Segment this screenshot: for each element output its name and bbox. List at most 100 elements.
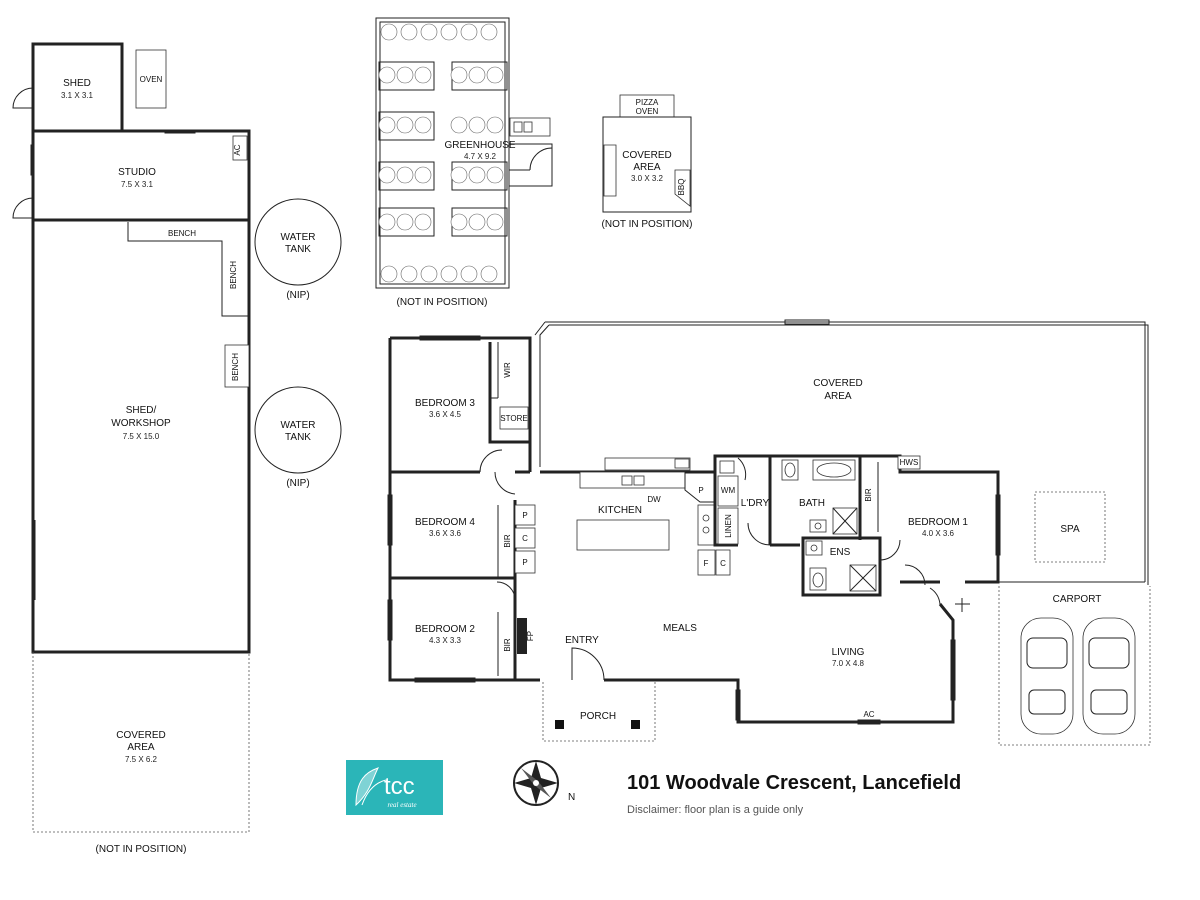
bedroom4-dimensions: 3.6 X 3.6: [429, 529, 462, 538]
water-tank-lower-line2: TANK: [285, 432, 311, 443]
porch-label: PORCH: [580, 711, 616, 722]
compass-north-label: N: [568, 792, 575, 803]
pantry-label: P: [698, 486, 703, 495]
greenhouse-plant: [396, 166, 414, 184]
greenhouse-plant: [460, 265, 478, 283]
spa-label: SPA: [1060, 524, 1080, 535]
pizza-covered-area: PIZZA OVEN BBQ COVERED AREA 3.0 X 3.2 (N…: [602, 94, 693, 230]
greenhouse-plant: [400, 265, 418, 283]
shed-building: SHED 3.1 X 3.1: [12, 42, 124, 133]
living-dimensions: 7.0 X 4.8: [832, 659, 865, 668]
greenhouse-plant: [486, 66, 504, 84]
dishwasher-label: DW: [647, 495, 661, 504]
living-ac-label: AC: [863, 710, 874, 719]
greenhouse-plant: [450, 66, 468, 84]
greenhouse-plant: [468, 66, 486, 84]
greenhouse-plant: [450, 166, 468, 184]
greenhouse-plant: [396, 66, 414, 84]
greenhouse-plant: [378, 213, 396, 231]
greenhouse-plant: [468, 213, 486, 231]
bedroom1-label: BEDROOM 1: [908, 517, 968, 528]
greenhouse: GREENHOUSE 4.7 X 9.2 (NOT IN POSITION): [375, 17, 553, 308]
bedroom4-c: C: [522, 534, 528, 543]
workshop-label-line2: WORKSHOP: [111, 418, 171, 429]
bedroom4-bir: BIR: [503, 534, 512, 548]
water-tank-lower-line1: WATER: [281, 420, 316, 431]
car-left: [1020, 617, 1074, 735]
pizza-covered-line1: COVERED: [622, 150, 671, 161]
bedroom4-p-top: P: [522, 511, 527, 520]
oven-label: OVEN: [140, 75, 163, 84]
fridge-label: F: [704, 559, 709, 568]
greenhouse-plant: [486, 166, 504, 184]
greenhouse-dimensions: 4.7 X 9.2: [464, 152, 497, 161]
greenhouse-plant: [414, 116, 432, 134]
studio-label: STUDIO: [118, 167, 156, 178]
workshop-label-line1: SHED/: [126, 405, 157, 416]
pizza-covered-nip-note: (NOT IN POSITION): [602, 219, 693, 230]
meals-label: MEALS: [663, 623, 697, 634]
greenhouse-plant: [414, 166, 432, 184]
greenhouse-plant: [420, 265, 438, 283]
bench-label-top: BENCH: [168, 229, 196, 238]
greenhouse-plant: [414, 213, 432, 231]
covered-area-nip-note: (NOT IN POSITION): [96, 844, 187, 855]
workshop-building: BENCH BENCH BENCH SHED/ WORKSHOP 7.5 X 1…: [31, 218, 251, 654]
carport-label: CARPORT: [1053, 594, 1102, 605]
greenhouse-plant: [468, 166, 486, 184]
greenhouse-plant: [400, 23, 418, 41]
agency-logo: tcc real estate: [346, 760, 443, 815]
greenhouse-plant: [486, 213, 504, 231]
house-covered-area-line2: AREA: [824, 391, 852, 402]
living-label: LIVING: [832, 647, 865, 658]
water-tank-upper-line2: TANK: [285, 244, 311, 255]
greenhouse-plant: [440, 23, 458, 41]
bedroom3-label: BEDROOM 3: [415, 398, 475, 409]
bench-label-side: BENCH: [229, 261, 238, 289]
wir-label: WIR: [503, 362, 512, 378]
water-tank-lower-nip: (NIP): [286, 478, 309, 489]
greenhouse-plant: [450, 116, 468, 134]
greenhouse-plant: [486, 116, 504, 134]
bath-label: BATH: [799, 498, 825, 509]
bench-label-lower: BENCH: [231, 353, 240, 381]
house-covered-area-line1: COVERED: [813, 378, 862, 389]
greenhouse-plant: [468, 116, 486, 134]
bedroom2-dimensions: 4.3 X 3.3: [429, 636, 462, 645]
bedroom1-bir: BIR: [864, 488, 873, 502]
water-tank-upper-nip: (NIP): [286, 290, 309, 301]
disclaimer: Disclaimer: floor plan is a guide only: [627, 804, 804, 816]
bedroom3-dimensions: 3.6 X 4.5: [429, 410, 462, 419]
bedroom2-bir: BIR: [503, 638, 512, 652]
linen-label: LINEN: [724, 514, 733, 538]
covered-area-label-line2: AREA: [127, 742, 155, 753]
greenhouse-plant: [414, 66, 432, 84]
pizza-covered-line2: AREA: [633, 162, 661, 173]
studio-building: AC STUDIO 7.5 X 3.1: [12, 129, 251, 222]
logo-subtext: real estate: [387, 801, 416, 809]
greenhouse-plant: [396, 213, 414, 231]
water-tank-upper: WATER TANK (NIP): [254, 198, 342, 301]
greenhouse-plant: [440, 265, 458, 283]
greenhouse-plant: [380, 23, 398, 41]
main-house: COVERED AREA WIR STORE BEDROOM 3 3.6 X 4…: [387, 319, 1151, 746]
greenhouse-plant: [378, 116, 396, 134]
hws-label: HWS: [900, 458, 919, 467]
oven-fixture: OVEN: [135, 49, 167, 109]
entry-label: ENTRY: [565, 635, 599, 646]
logo-wordmark: tcc: [384, 773, 415, 800]
compass-icon: N: [513, 760, 575, 806]
shed-dimensions: 3.1 X 3.1: [61, 91, 94, 100]
store-label: STORE: [500, 414, 527, 423]
greenhouse-plant: [380, 265, 398, 283]
pizza-covered-dimensions: 3.0 X 3.2: [631, 174, 664, 183]
greenhouse-nip-note: (NOT IN POSITION): [397, 297, 488, 308]
covered-area-dimensions: 7.5 X 6.2: [125, 755, 158, 764]
greenhouse-plant: [480, 23, 498, 41]
covered-area-label-line1: COVERED: [116, 730, 165, 741]
greenhouse-label: GREENHOUSE: [444, 140, 515, 151]
pizza-oven-line1: PIZZA: [636, 98, 659, 107]
bedroom4-p-bottom: P: [522, 558, 527, 567]
property-address: 101 Woodvale Crescent, Lancefield: [627, 772, 961, 794]
